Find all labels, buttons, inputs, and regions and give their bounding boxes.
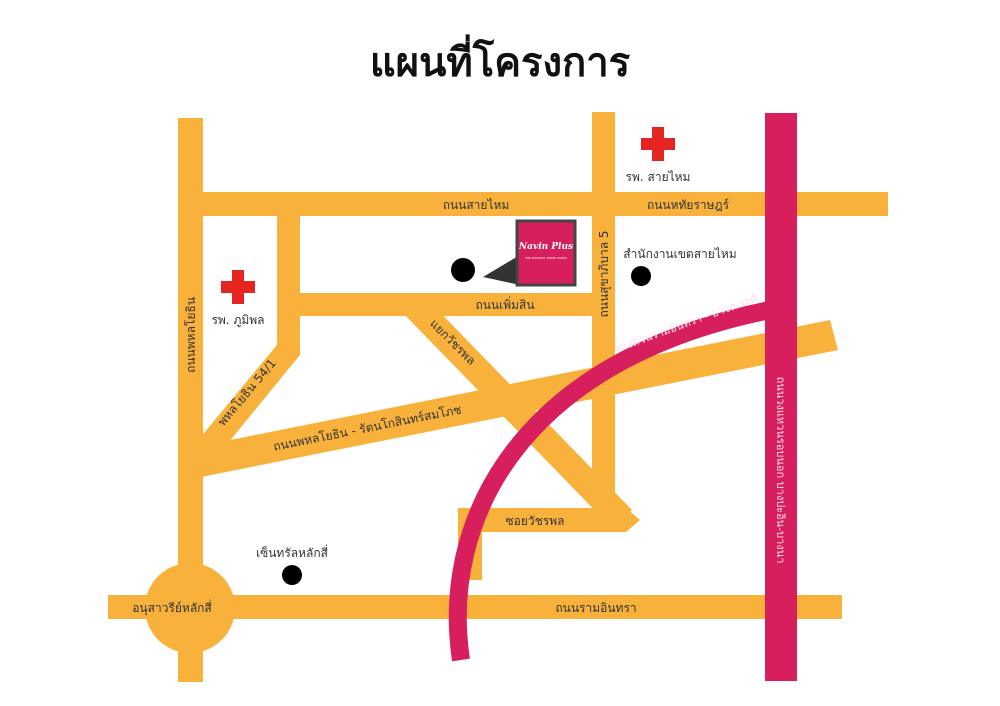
label-hathai-rat-road: ถนนหทัยราษฎร์ (647, 198, 730, 212)
project-logo: Navin Plus (518, 242, 573, 252)
road-ring-road (765, 113, 797, 681)
label-lak-si-monument: อนุสาวรีย์หลักสี่ (132, 599, 212, 616)
label-sai-mai-road: ถนนสายไหม (443, 198, 510, 212)
road-phoem-sin (290, 293, 615, 316)
label-central-lak-si: เซ็นทรัลหลักสี่ (256, 544, 329, 560)
label-bhumibol-hospital: รพ. ภูมิพล (211, 313, 264, 328)
road-expressway (448, 301, 772, 662)
marker-dot (282, 565, 302, 585)
label-sai-mai-district-office: สำนักงานเขตสายไหม (623, 247, 736, 261)
label-ram-inthra-road: ถนนรามอินทรา (555, 601, 636, 615)
marker-dot (451, 258, 475, 282)
marker-dot (631, 266, 651, 286)
label-ring-road: ถนนวงแหวนรอบนอก บางปะอิน-บางนา (774, 377, 787, 564)
road-phahonyothin-54-1 (190, 192, 300, 465)
label-sukhaphiban-5: ถนนสุขาภิบาล 5 (597, 230, 612, 317)
label-sai-mai-hospital: รพ. สายไหม (626, 170, 691, 184)
project-logo-sub: THE NATURAL HOME LIVING (524, 256, 567, 260)
label-phoem-sin-road: ถนนเพิ่มสิน (475, 296, 534, 312)
project-marker: Navin Plus THE NATURAL HOME LIVING (483, 219, 577, 287)
label-soi-watcharaphon: ซอยวัชรพล (506, 514, 565, 528)
road-phahon-ratanakosin (190, 320, 838, 478)
lak-si-roundabout (145, 563, 235, 653)
roads (108, 112, 888, 682)
road-soi-watcharaphon (458, 508, 640, 580)
hospital-icon (641, 127, 675, 161)
hospital-icon (221, 270, 255, 304)
label-phahonyothin: ถนนพหลโยธิน (184, 297, 198, 373)
road-sukhaphiban-5 (592, 112, 615, 532)
map-title: แผนที่โครงการ (369, 40, 631, 86)
